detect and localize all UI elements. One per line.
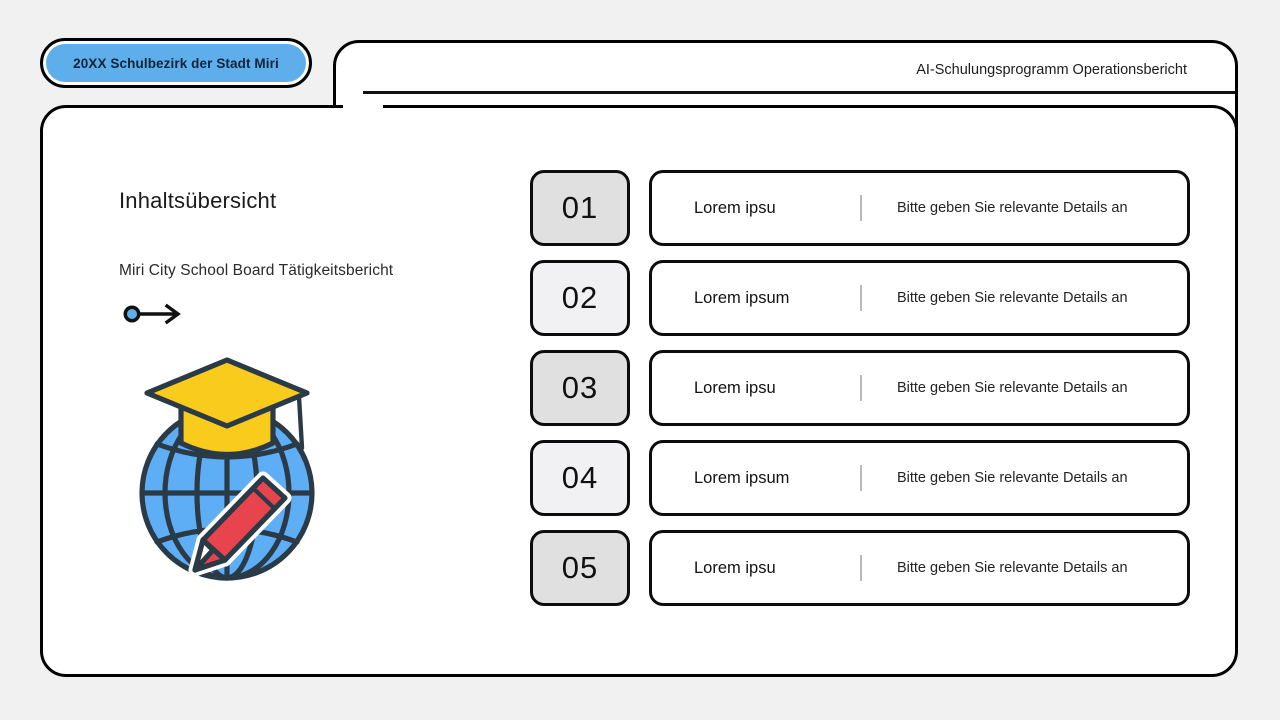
year-pill-label: 20XX Schulbezirk der Stadt Miri xyxy=(73,55,279,71)
panel-notch xyxy=(343,102,383,112)
left-column: Inhaltsübersicht Miri City School Board … xyxy=(119,188,499,598)
list-item-number-box[interactable]: 04 xyxy=(530,440,630,516)
list-item-detail: Bitte geben Sie relevante Details an xyxy=(896,560,1128,576)
list-item-number: 01 xyxy=(561,190,599,225)
list-item-divider xyxy=(860,555,862,581)
list-item-title: Lorem ipsu xyxy=(694,378,776,397)
header-divider-rule xyxy=(363,91,1235,94)
list-item-divider xyxy=(860,195,862,221)
list-item-title: Lorem ipsum xyxy=(694,288,790,307)
list-item[interactable]: 02 Lorem ipsum Bitte geben Sie relevante D… xyxy=(530,260,1190,336)
list-item-number: 03 xyxy=(561,370,599,405)
list-item-title: Lorem ipsu xyxy=(694,558,776,577)
list-item-number-box[interactable]: 01 xyxy=(530,170,630,246)
main-panel: Inhaltsübersicht Miri City School Board … xyxy=(40,102,1238,677)
list-item-number: 04 xyxy=(561,460,599,495)
arrow-right-icon xyxy=(121,302,499,326)
list-item-detail: Bitte geben Sie relevante Details an xyxy=(896,380,1128,396)
list-item-content[interactable]: Lorem ipsu Bitte geben Sie relevante Deta… xyxy=(649,170,1190,246)
list-item-detail: Bitte geben Sie relevante Details an xyxy=(896,470,1128,486)
list-item-divider xyxy=(860,465,862,491)
list-item-detail: Bitte geben Sie relevante Details an xyxy=(896,200,1128,216)
year-pill[interactable]: 20XX Schulbezirk der Stadt Miri xyxy=(46,44,306,82)
list-item-number-box[interactable]: 05 xyxy=(530,530,630,606)
list-item[interactable]: 04 Lorem ipsum Bitte geben Sie relevante D… xyxy=(530,440,1190,516)
list-item-divider xyxy=(860,285,862,311)
page-subtitle: Miri City School Board Tätigkeitsbericht xyxy=(119,262,394,279)
list-item-number: 05 xyxy=(561,550,599,585)
list-item[interactable]: 05 Lorem ipsu Bitte geben Sie relevante De… xyxy=(530,530,1190,606)
list-item-detail: Bitte geben Sie relevante Details an xyxy=(896,290,1128,306)
list-item-number-box[interactable]: 02 xyxy=(530,260,630,336)
header-title: AI-Schulungsprogramm Operationsbericht xyxy=(916,62,1187,78)
list-item[interactable]: 01 Lorem ipsu Bitte geben Sie relevante De… xyxy=(530,170,1190,246)
page-title: Inhaltsübersicht xyxy=(119,188,277,213)
year-tab[interactable]: 20XX Schulbezirk der Stadt Miri xyxy=(40,38,312,88)
list-item-content[interactable]: Lorem ipsum Bitte geben Sie relevante Det… xyxy=(649,440,1190,516)
list-item-content[interactable]: Lorem ipsum Bitte geben Sie relevante Det… xyxy=(649,260,1190,336)
list-item-divider xyxy=(860,375,862,401)
list-item-title: Lorem ipsum xyxy=(694,468,790,487)
list-item-number: 02 xyxy=(561,280,599,315)
list-item-title: Lorem ipsu xyxy=(694,198,776,217)
graduation-globe-pencil-icon xyxy=(135,348,499,598)
list-item-content[interactable]: Lorem ipsu Bitte geben Sie relevante Deta… xyxy=(649,530,1190,606)
list-item[interactable]: 03 Lorem ipsu Bitte geben Sie relevante De… xyxy=(530,350,1190,426)
list-item-number-box[interactable]: 03 xyxy=(530,350,630,426)
list-item-content[interactable]: Lorem ipsu Bitte geben Sie relevante Deta… xyxy=(649,350,1190,426)
